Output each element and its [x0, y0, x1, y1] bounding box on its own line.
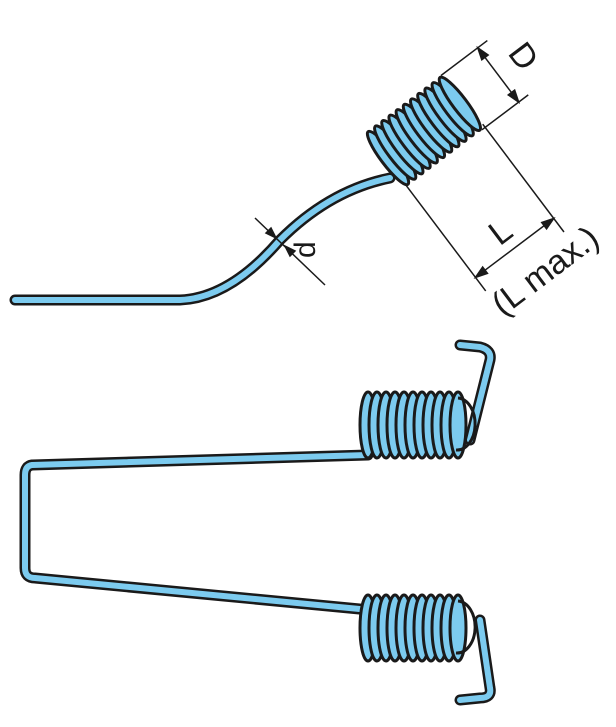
lower-coil	[358, 593, 477, 663]
wire-diameter-dimension: d	[254, 217, 326, 286]
arrowhead	[476, 45, 521, 104]
d-extension-top	[440, 39, 488, 77]
coil-loop	[448, 390, 468, 460]
arrowhead	[264, 226, 297, 258]
double-tine-wire	[22, 342, 494, 703]
coil-length-label: L	[482, 211, 520, 253]
wire-diameter-label: d	[289, 241, 322, 258]
coil-loop	[437, 75, 483, 133]
l-dimension-line	[476, 219, 553, 277]
coil-diameter-label: D	[501, 35, 546, 77]
double-tine	[19, 339, 496, 706]
coil-end	[455, 599, 477, 655]
coil-end	[455, 396, 477, 452]
upper-coil	[358, 390, 477, 460]
d-extension-bottom	[481, 94, 529, 131]
coil-loop	[448, 593, 468, 663]
arrowhead	[473, 216, 556, 279]
top-tine: D L (L max.) d	[9, 35, 606, 323]
top-tine-wire	[12, 175, 393, 303]
l-extension-end	[482, 123, 565, 233]
top-tine-coil	[365, 75, 483, 187]
l-extension-start	[403, 182, 487, 292]
